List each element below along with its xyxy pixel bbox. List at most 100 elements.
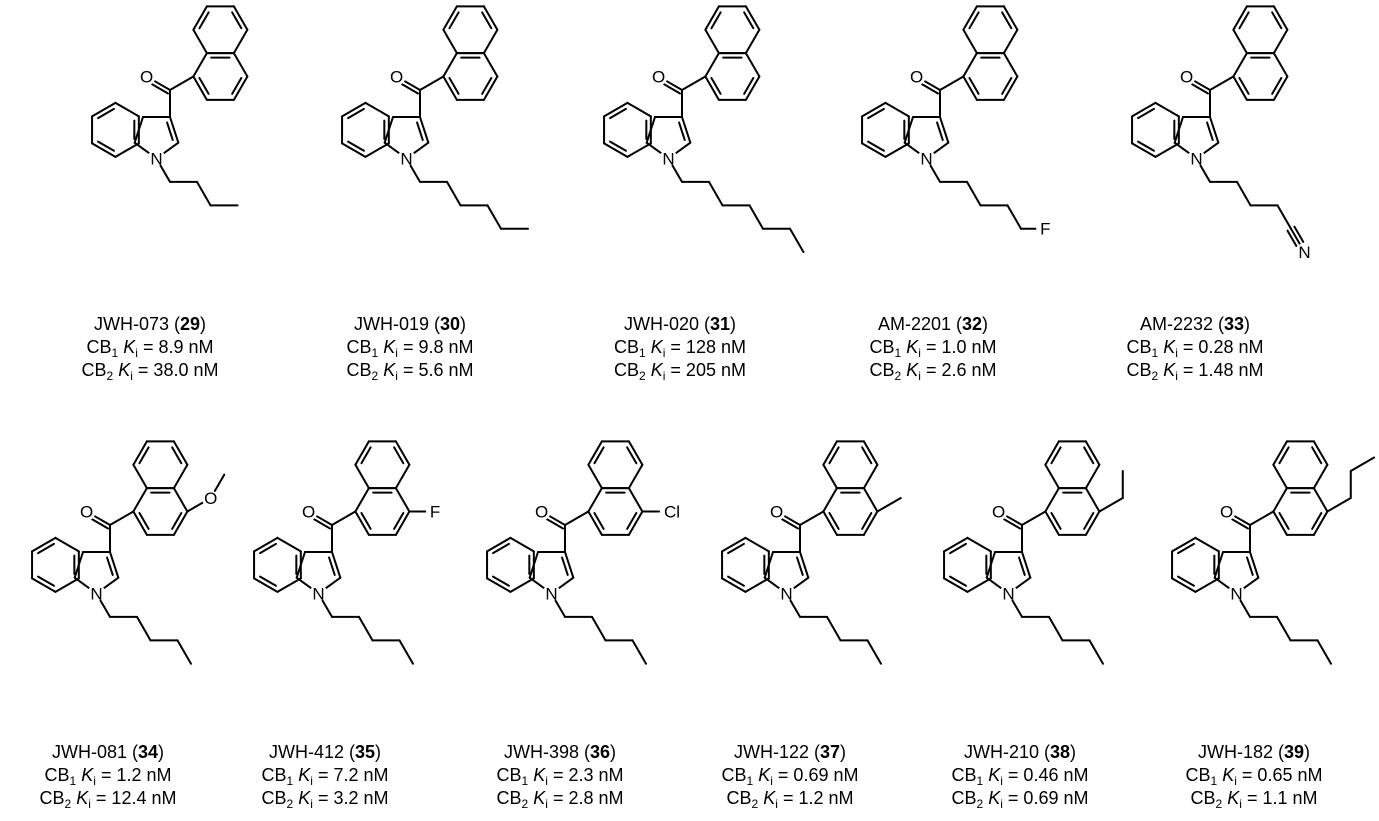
naphthalene-bond (587, 463, 603, 490)
caption-jwh-020: JWH-020 (31) CB1 Ki = 128 nM CB2 Ki = 20… (560, 313, 800, 382)
indole-nitrogen: N (545, 585, 557, 604)
carbonyl-double-bond (1231, 518, 1249, 530)
naphthalene-bond (1084, 463, 1101, 490)
benzene-bond (861, 142, 887, 158)
benzene-bond (943, 536, 969, 553)
benzene-bond (744, 577, 770, 593)
double-bond (393, 446, 405, 465)
methoxy-oxygen: O (204, 489, 217, 508)
naphthalene-bond (822, 440, 838, 466)
naphthalene-bond (394, 440, 411, 466)
compound-name: JWH-182 (39) (1197, 742, 1311, 762)
naphthalene-bond (627, 463, 644, 490)
nitrile-nitrogen: N (1298, 243, 1310, 262)
benzene-bond (884, 142, 910, 158)
compound-name: JWH-073 (29) (93, 314, 207, 334)
carbonyl-oxygen-mask (1177, 67, 1196, 86)
indole-nitrogen: N (920, 150, 932, 169)
carbonyl-double-bond (91, 518, 109, 530)
double-bond (867, 107, 885, 120)
naphthalene-bond (962, 75, 978, 101)
carbonyl-oxygen-mask (299, 502, 318, 521)
naphthalene-bond (1084, 487, 1101, 513)
naphthalene-bond (132, 487, 148, 513)
benzene-bond (486, 536, 512, 553)
double-bond (198, 11, 210, 30)
naphthalene-bond (862, 487, 879, 513)
indole-bond (790, 576, 810, 591)
alkyl-chain-bond (591, 615, 607, 642)
naphthalene-bond (822, 487, 838, 513)
caption-jwh-412: JWH-412 (35) CB1 Ki = 7.2 nM CB2 Ki = 3.… (205, 741, 445, 810)
naphthalene-bond (1312, 440, 1329, 466)
double-bond (1271, 76, 1283, 95)
indole-nitrogen: N (1002, 585, 1014, 604)
alkyl-chain-bond (1236, 180, 1252, 207)
double-bond (37, 542, 55, 555)
naphthalene-bond (627, 440, 644, 466)
double-bond (1050, 446, 1062, 465)
naphthalene-bond (232, 5, 249, 31)
alkyl-chain-bond (789, 599, 801, 618)
cb2-ki: CB2 Ki = 5.6 nM (346, 360, 474, 383)
naphthalene-bond (862, 463, 879, 490)
naphthalene-bond (744, 28, 761, 55)
carbonyl-bond (783, 514, 801, 526)
naphthalene-bond (704, 75, 720, 101)
naphthalene-bond (1232, 52, 1248, 78)
naphthalene-bond (704, 52, 720, 78)
naphthalene-bond (192, 5, 208, 31)
benzene-bond (943, 577, 969, 593)
double-bond (1271, 11, 1283, 30)
double-bond (936, 121, 944, 141)
carbonyl-double-bond (663, 83, 681, 95)
double-bond (1050, 511, 1062, 530)
naphthalene-bond (1272, 510, 1288, 536)
indole-bond (799, 551, 810, 579)
double-bond (259, 575, 277, 587)
carbonyl-bond (923, 79, 941, 91)
benzene-bond (1154, 142, 1180, 158)
indole-bond (410, 141, 430, 156)
carbonyl-oxygen: O (80, 503, 93, 522)
double-bond (1083, 511, 1095, 530)
benzene-bond (1194, 536, 1220, 553)
indole-nitrogen-mask (87, 584, 106, 603)
cb2-ki: CB2 Ki = 1.2 nM (726, 788, 854, 811)
double-bond (448, 11, 460, 30)
carbonyl-bond (331, 510, 357, 526)
double-bond (481, 11, 493, 30)
double-bond (492, 542, 510, 555)
benzene-bond (1171, 577, 1197, 593)
benzene-bond (91, 101, 117, 118)
ethyl-bond (1098, 497, 1124, 513)
naphthalene-bond (1232, 28, 1248, 55)
cb2-ki: CB2 Ki = 38.0 nM (81, 360, 219, 383)
indole-bond (100, 576, 120, 591)
double-bond (1177, 575, 1195, 587)
caption-jwh-073: JWH-073 (29) CB1 Ki = 8.9 nM CB2 Ki = 38… (30, 313, 270, 382)
halogen-cl-mask (663, 502, 682, 521)
cb2-ki: CB2 Ki = 3.2 nM (261, 788, 389, 811)
double-bond (1206, 121, 1214, 141)
carbonyl-double-bond (401, 83, 419, 95)
double-bond (626, 446, 638, 465)
naphthalene-bond (232, 52, 249, 78)
carbonyl-oxygen: O (992, 503, 1005, 522)
carbonyl-oxygen-mask (767, 502, 786, 521)
cb1-ki: CB1 Ki = 7.2 nM (261, 765, 389, 788)
indole-nitrogen: N (662, 150, 674, 169)
benzene-bond (626, 101, 652, 118)
double-bond (1137, 107, 1155, 120)
benzene-bond (276, 536, 302, 553)
naphthalene-bond (192, 52, 208, 78)
alkyl-chain-bond (136, 615, 152, 642)
naphthalene-bond (862, 510, 879, 536)
indole-nitrogen: N (312, 585, 324, 604)
naphthalene-bond (962, 5, 978, 31)
carbonyl-oxygen-mask (532, 502, 551, 521)
benzene-bond (114, 101, 140, 118)
double-bond (968, 11, 980, 30)
